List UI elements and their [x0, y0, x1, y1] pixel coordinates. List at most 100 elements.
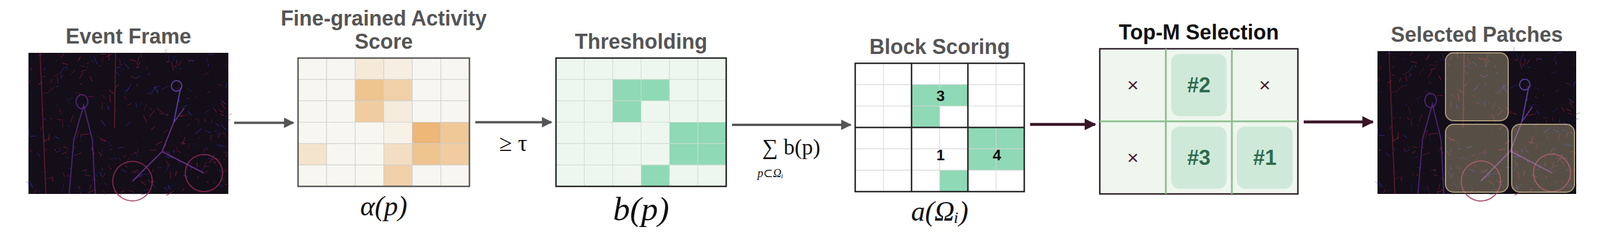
grid-cell	[996, 170, 1025, 192]
event-streak	[1561, 107, 1565, 112]
event-streak	[195, 95, 197, 98]
event-streak	[48, 133, 50, 142]
event-streak	[184, 175, 189, 178]
event-streak	[1573, 118, 1578, 120]
event-streak	[89, 184, 92, 191]
event-streak	[1424, 152, 1431, 155]
grid-cell	[967, 63, 997, 85]
panel-art	[855, 63, 1025, 192]
grid-cell	[612, 101, 642, 123]
edge-label: ≥ τ	[499, 129, 527, 157]
event-streak	[59, 74, 64, 79]
event-streak	[167, 164, 169, 168]
event-streak	[26, 181, 32, 187]
event-streak	[1573, 63, 1575, 66]
event-streak	[146, 189, 149, 191]
event-streak	[209, 157, 214, 163]
grid-cell	[326, 122, 355, 145]
event-streak	[1423, 153, 1425, 156]
event-streak	[178, 61, 182, 67]
rank-label: #1	[1236, 126, 1293, 189]
formula-label: α(p)	[360, 192, 408, 221]
event-streak	[147, 180, 152, 183]
event-streak	[144, 103, 147, 111]
event-streak	[42, 76, 46, 78]
event-streak	[76, 152, 82, 156]
grid-cell	[384, 164, 413, 187]
event-streak	[31, 67, 32, 71]
event-streak	[62, 119, 63, 128]
event-streak	[1519, 61, 1522, 69]
pipeline-panel: Thresholdingb(p)	[555, 58, 727, 187]
event-streak	[1508, 112, 1517, 114]
event-streak	[1429, 133, 1438, 135]
grid-cell	[326, 164, 355, 187]
grid-cell	[412, 101, 441, 123]
grid-cell	[967, 148, 997, 171]
event-streak	[59, 108, 62, 116]
event-streak	[107, 105, 109, 111]
selected-cell: #2	[1171, 54, 1228, 117]
event-streak	[1539, 59, 1542, 61]
event-streak	[206, 57, 208, 64]
event-streak	[182, 188, 185, 192]
grid-cell	[669, 122, 698, 145]
event-streak	[1543, 117, 1547, 118]
event-streak	[31, 92, 33, 95]
event-streak	[1554, 55, 1556, 62]
event-streak	[29, 181, 34, 188]
event-streak	[1407, 146, 1411, 149]
event-streak	[121, 169, 127, 173]
event-streak	[62, 62, 69, 65]
selected-patch	[1445, 124, 1509, 193]
event-streak	[97, 135, 99, 138]
event-streak	[109, 149, 113, 150]
panel-title: Thresholding	[507, 30, 776, 54]
grid-cell	[354, 143, 384, 165]
event-streak	[63, 173, 65, 178]
grid-cell	[412, 58, 441, 80]
grid-cell	[641, 58, 670, 80]
event-streak	[187, 143, 189, 150]
event-streak	[179, 115, 185, 117]
grid-cell	[940, 63, 969, 85]
flow-arrow	[732, 123, 851, 127]
event-streak	[1527, 103, 1536, 107]
event-streak	[1436, 191, 1440, 195]
event-streak	[186, 124, 190, 127]
grid-cell	[440, 79, 470, 102]
grid-cell	[584, 101, 613, 123]
event-streak	[98, 151, 102, 157]
event-streak	[136, 83, 138, 87]
event-streak	[66, 174, 70, 177]
event-streak	[176, 146, 178, 152]
event-streak	[1378, 181, 1383, 188]
event-streak	[99, 171, 102, 177]
grid-cell	[669, 79, 698, 102]
event-streak	[223, 158, 225, 161]
event-streak	[187, 88, 192, 92]
grid-cell	[697, 58, 727, 80]
event-streak	[193, 143, 195, 146]
grid-cell	[440, 122, 470, 145]
event-streak	[1380, 91, 1382, 93]
event-streak	[123, 62, 129, 68]
grid-cell	[697, 143, 727, 165]
event-streak	[195, 118, 199, 120]
edge-label: ∑ b(p)	[762, 134, 821, 160]
panel-art	[1377, 51, 1577, 195]
event-streak	[1419, 113, 1423, 122]
grid-cell	[883, 106, 913, 128]
event-streak	[1527, 114, 1533, 116]
event-streak	[1552, 117, 1553, 121]
event-contour	[1519, 79, 1531, 123]
pipeline-panel: Top-M Selection#2#3#1	[1099, 48, 1298, 195]
event-streak	[135, 102, 137, 108]
selected-cell: #3	[1171, 126, 1228, 189]
event-streak	[1526, 98, 1528, 102]
event-streak	[70, 69, 75, 77]
panel-title: Fine-grained Activity Score	[267, 6, 501, 54]
event-streak	[149, 149, 157, 151]
